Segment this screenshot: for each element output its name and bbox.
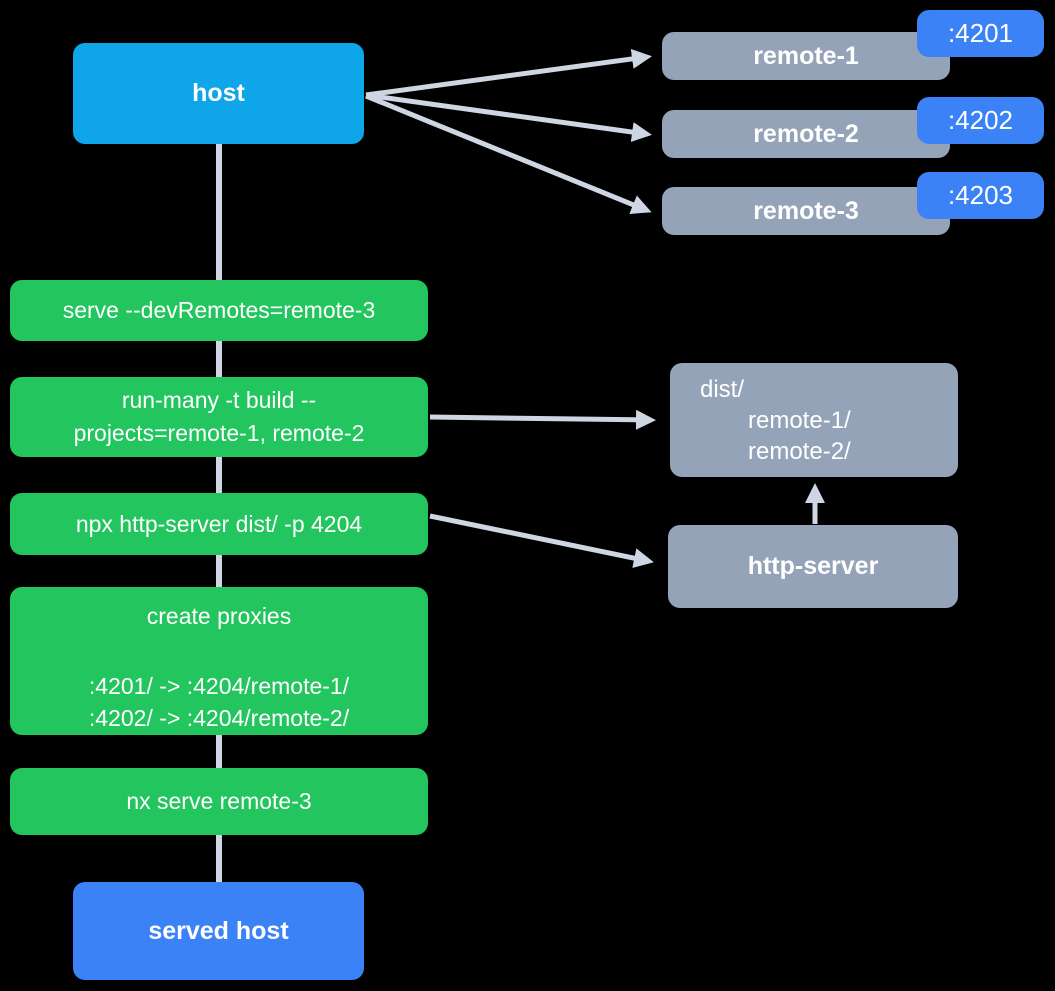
remote-2-label: remote-2	[753, 119, 859, 148]
http-server-node: http-server	[668, 525, 958, 608]
remote-1-label: remote-1	[753, 41, 859, 70]
step-serve-dev-remotes: serve --devRemotes=remote-3	[10, 280, 428, 341]
arrow-run-many-to-dist	[429, 409, 656, 430]
http-server-label: http-server	[747, 552, 879, 580]
remote-3-port: :4203	[947, 180, 1014, 210]
dist-remote-2-label: remote-2/	[748, 438, 851, 465]
arrow-host-to-remote-1	[365, 48, 652, 98]
remote-1-port: :4201	[947, 18, 1014, 48]
remote-3-node: remote-3	[662, 187, 950, 235]
served-host-node: served host	[73, 882, 364, 980]
step-npx-http-server-label: npx http-server dist/ -p 4204	[75, 510, 363, 537]
arrow-host-to-remote-2	[365, 92, 652, 142]
remote-2-port-badge: :4202	[917, 97, 1044, 144]
arrow-host-to-remote-3	[365, 93, 652, 214]
proxy-mapping-2: :4202/ -> :4204/remote-2/	[88, 705, 350, 732]
remote-3-label: remote-3	[753, 196, 859, 225]
step-nx-serve-remote-3: nx serve remote-3	[10, 768, 428, 835]
host-node: host	[73, 43, 364, 144]
dist-root-label: dist/	[700, 376, 745, 403]
step-run-many-line2: projects=remote-1, remote-2	[73, 420, 365, 446]
step-serve-label: serve --devRemotes=remote-3	[62, 297, 376, 324]
proxy-mapping-1: :4201/ -> :4204/remote-1/	[88, 672, 350, 699]
dist-remote-1-label: remote-1/	[748, 407, 851, 434]
remote-3-port-badge: :4203	[917, 172, 1044, 219]
dist-folder-node: dist/ remote-1/ remote-2/	[670, 363, 958, 477]
remote-1-port-badge: :4201	[917, 10, 1044, 57]
step-nx-serve-label: nx serve remote-3	[126, 788, 312, 815]
step-npx-http-server: npx http-server dist/ -p 4204	[10, 493, 428, 555]
step-run-many-line1: run-many -t build --	[121, 387, 317, 414]
host-label: host	[192, 79, 245, 107]
remote-2-port: :4202	[947, 105, 1014, 135]
create-proxies-title: create proxies	[146, 603, 292, 629]
remote-1-node: remote-1	[662, 32, 950, 80]
step-create-proxies: create proxies :4201/ -> :4204/remote-1/…	[10, 587, 428, 735]
step-run-many-build: run-many -t build -- projects=remote-1, …	[10, 377, 428, 457]
served-host-label: served host	[148, 916, 289, 945]
arrow-http-cmd-to-http-server	[429, 513, 654, 568]
remote-2-node: remote-2	[662, 110, 950, 158]
